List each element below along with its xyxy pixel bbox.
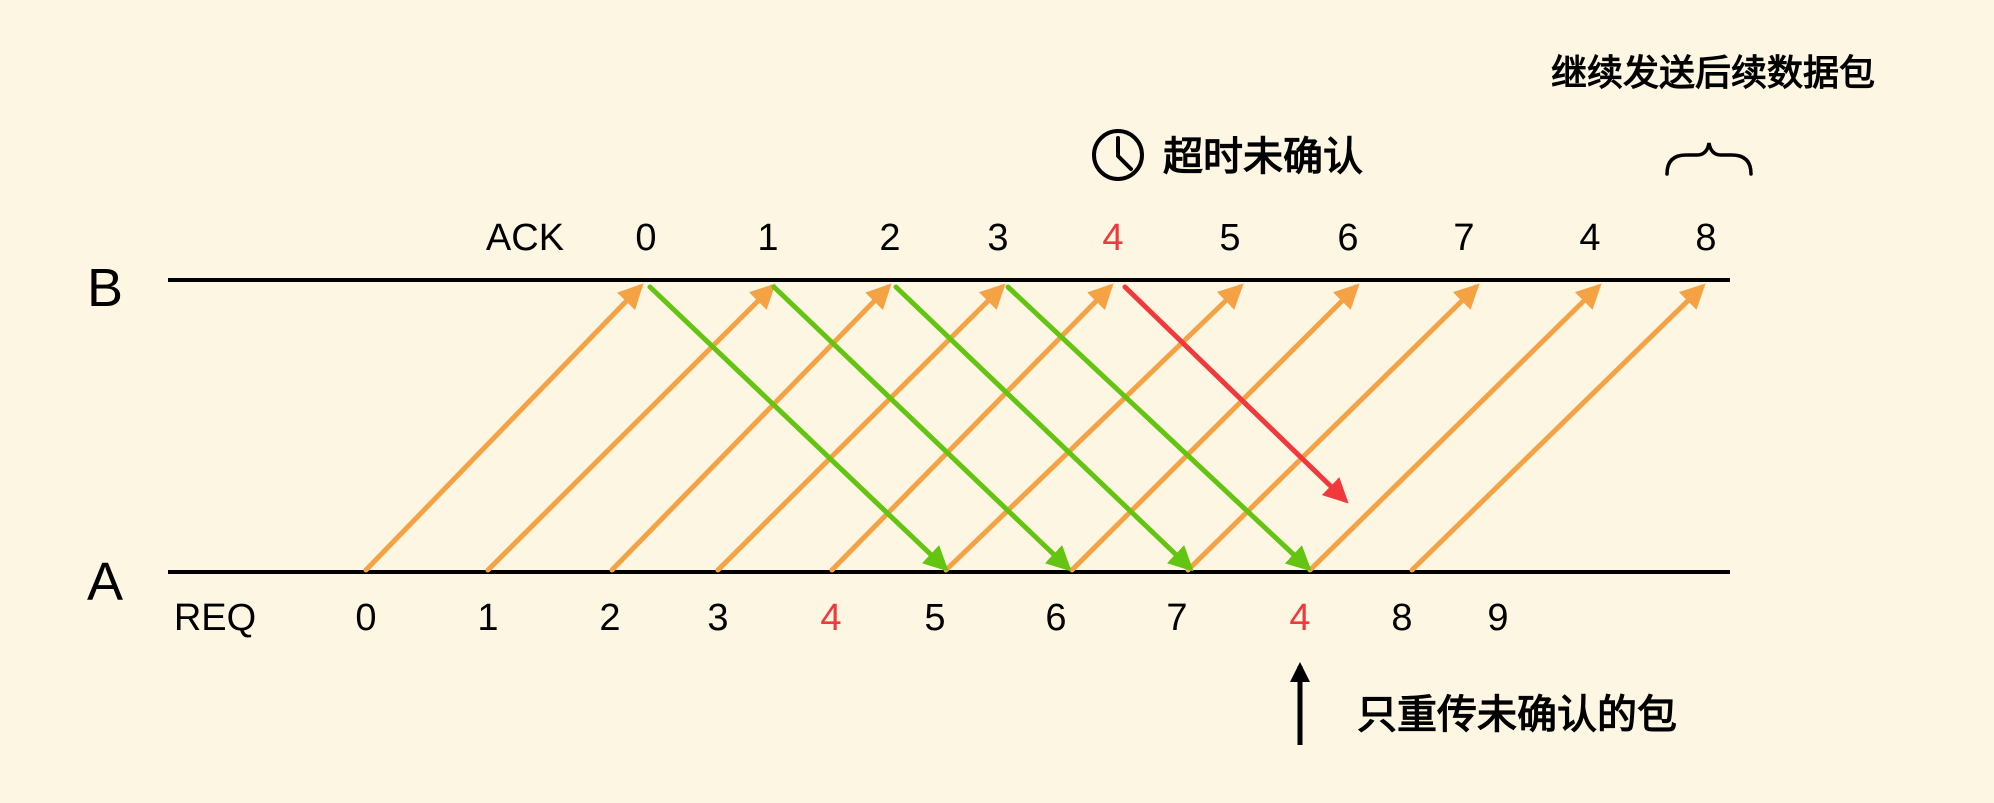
send-arrow [829, 283, 1114, 573]
send-arrow [485, 283, 776, 573]
send-arrow [1307, 283, 1602, 573]
ack-number: 3 [987, 217, 1008, 259]
ack-number: 4 [1102, 217, 1123, 259]
send-arrow [363, 283, 644, 573]
send-arrow [943, 283, 1244, 573]
ack-number: 1 [757, 217, 778, 259]
lost-arrows [1122, 284, 1349, 504]
req-number: 3 [707, 597, 728, 639]
lost-ack-arrow [1122, 284, 1349, 504]
req-row-label: REQ [174, 597, 256, 639]
send-arrow [609, 283, 892, 573]
req-number: 7 [1166, 597, 1187, 639]
ack-number: 8 [1695, 217, 1716, 259]
curly-brace-icon [1665, 142, 1753, 176]
ack-arrow [647, 284, 949, 572]
ack-arrow [771, 284, 1072, 572]
req-numbers: 0 1 2 3 4 5 6 7 4 8 9 [355, 597, 1508, 639]
ack-numbers: 0 1 2 3 4 5 6 7 4 8 [635, 217, 1716, 259]
ack-number: 5 [1219, 217, 1240, 259]
send-arrow [1185, 283, 1480, 573]
ack-number: 0 [635, 217, 656, 259]
continue-send-text: 继续发送后续数据包 [1551, 52, 1875, 93]
req-number: 4 [1289, 597, 1310, 639]
req-number: 2 [599, 597, 620, 639]
ack-arrows [647, 284, 1312, 572]
send-arrows [363, 283, 1706, 573]
node-b-label: B [87, 258, 123, 318]
req-number: 4 [820, 597, 841, 639]
clock-icon [1092, 129, 1144, 181]
ack-number: 7 [1453, 217, 1474, 259]
ack-number: 4 [1579, 217, 1600, 259]
ack-number: 2 [879, 217, 900, 259]
send-arrow [715, 283, 1006, 573]
timeout-text: 超时未确认 [1163, 135, 1363, 179]
node-a-label: A [87, 552, 123, 612]
ack-arrow [893, 284, 1194, 572]
ack-arrow [1005, 284, 1312, 572]
req-number: 9 [1487, 597, 1508, 639]
send-arrow [1069, 283, 1360, 573]
req-number: 6 [1045, 597, 1066, 639]
req-number: 1 [477, 597, 498, 639]
retransmit-text: 只重传未确认的包 [1357, 693, 1677, 737]
ack-row-label: ACK [486, 217, 564, 259]
req-number: 8 [1391, 597, 1412, 639]
req-number: 5 [924, 597, 945, 639]
req-number: 0 [355, 597, 376, 639]
send-arrow [1409, 283, 1706, 573]
ack-number: 6 [1337, 217, 1358, 259]
